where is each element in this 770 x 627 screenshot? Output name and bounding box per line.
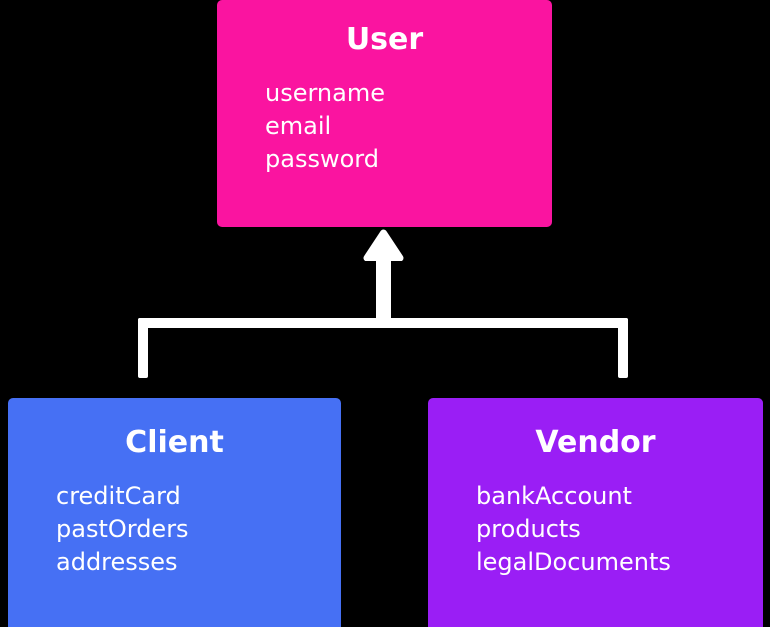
field-legaldocuments: legalDocuments [476, 548, 671, 576]
field-pastorders: pastOrders [56, 515, 189, 543]
connector-right-branch-line [618, 318, 628, 378]
field-password: password [265, 145, 379, 173]
field-email: email [265, 112, 332, 140]
field-bankaccount: bankAccount [476, 482, 632, 510]
connector-left-branch-line [138, 318, 148, 378]
field-addresses: addresses [56, 548, 178, 576]
class-fields-user: username email password [265, 77, 542, 176]
class-title-client: Client [125, 425, 224, 460]
field-username: username [265, 79, 385, 107]
inheritance-arrow-up-icon [363, 229, 404, 261]
class-title-user: User [345, 22, 424, 57]
class-node-vendor: Vendor bankAccount products legalDocumen… [428, 398, 763, 627]
class-fields-vendor: bankAccount products legalDocuments [476, 480, 753, 579]
class-title-vendor: Vendor [535, 425, 656, 460]
field-products: products [476, 515, 581, 543]
inheritance-arrow-shaft [376, 252, 391, 328]
class-node-user: User username email password [217, 0, 552, 227]
field-creditcard: creditCard [56, 482, 181, 510]
class-node-client: Client creditCard pastOrders addresses [8, 398, 341, 627]
class-fields-client: creditCard pastOrders addresses [56, 480, 331, 579]
